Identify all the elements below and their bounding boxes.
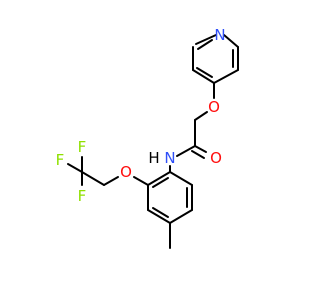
- atom-label-ether-o1: O: [208, 98, 220, 116]
- bond: [196, 67, 213, 78]
- bond-layer: [67, 34, 239, 249]
- bond: [81, 171, 105, 186]
- bond: [191, 150, 205, 159]
- bond: [195, 34, 217, 45]
- bond: [147, 171, 171, 186]
- bond: [169, 171, 193, 186]
- molecule-structure: N O O N H O F F F: [56, 26, 239, 249]
- bond: [152, 177, 169, 188]
- atom-label-fluorine-1: F: [78, 138, 87, 156]
- bond: [133, 176, 149, 186]
- atom-label-layer: N O O N H O F F F: [56, 26, 226, 205]
- bond: [152, 207, 169, 218]
- atom-label-ether-o2: O: [120, 163, 132, 181]
- bond: [194, 145, 207, 153]
- bond: [67, 163, 83, 173]
- atom-label-fluorine-3: F: [78, 187, 87, 205]
- bond: [197, 39, 213, 50]
- bond: [176, 145, 196, 157]
- atom-label-fluorine-2: F: [56, 151, 65, 169]
- bond: [194, 111, 208, 121]
- bond: [103, 176, 119, 186]
- bond: [147, 209, 171, 224]
- atom-label-amide-n: N: [164, 149, 175, 167]
- atom-label-pyridine-n: N: [214, 26, 225, 44]
- bond: [213, 69, 239, 84]
- atom-label-amide-h: H: [148, 149, 159, 167]
- bond: [192, 69, 215, 84]
- atom-label-carbonyl-o: O: [210, 149, 222, 167]
- bond: [169, 209, 193, 224]
- bond: [223, 34, 239, 48]
